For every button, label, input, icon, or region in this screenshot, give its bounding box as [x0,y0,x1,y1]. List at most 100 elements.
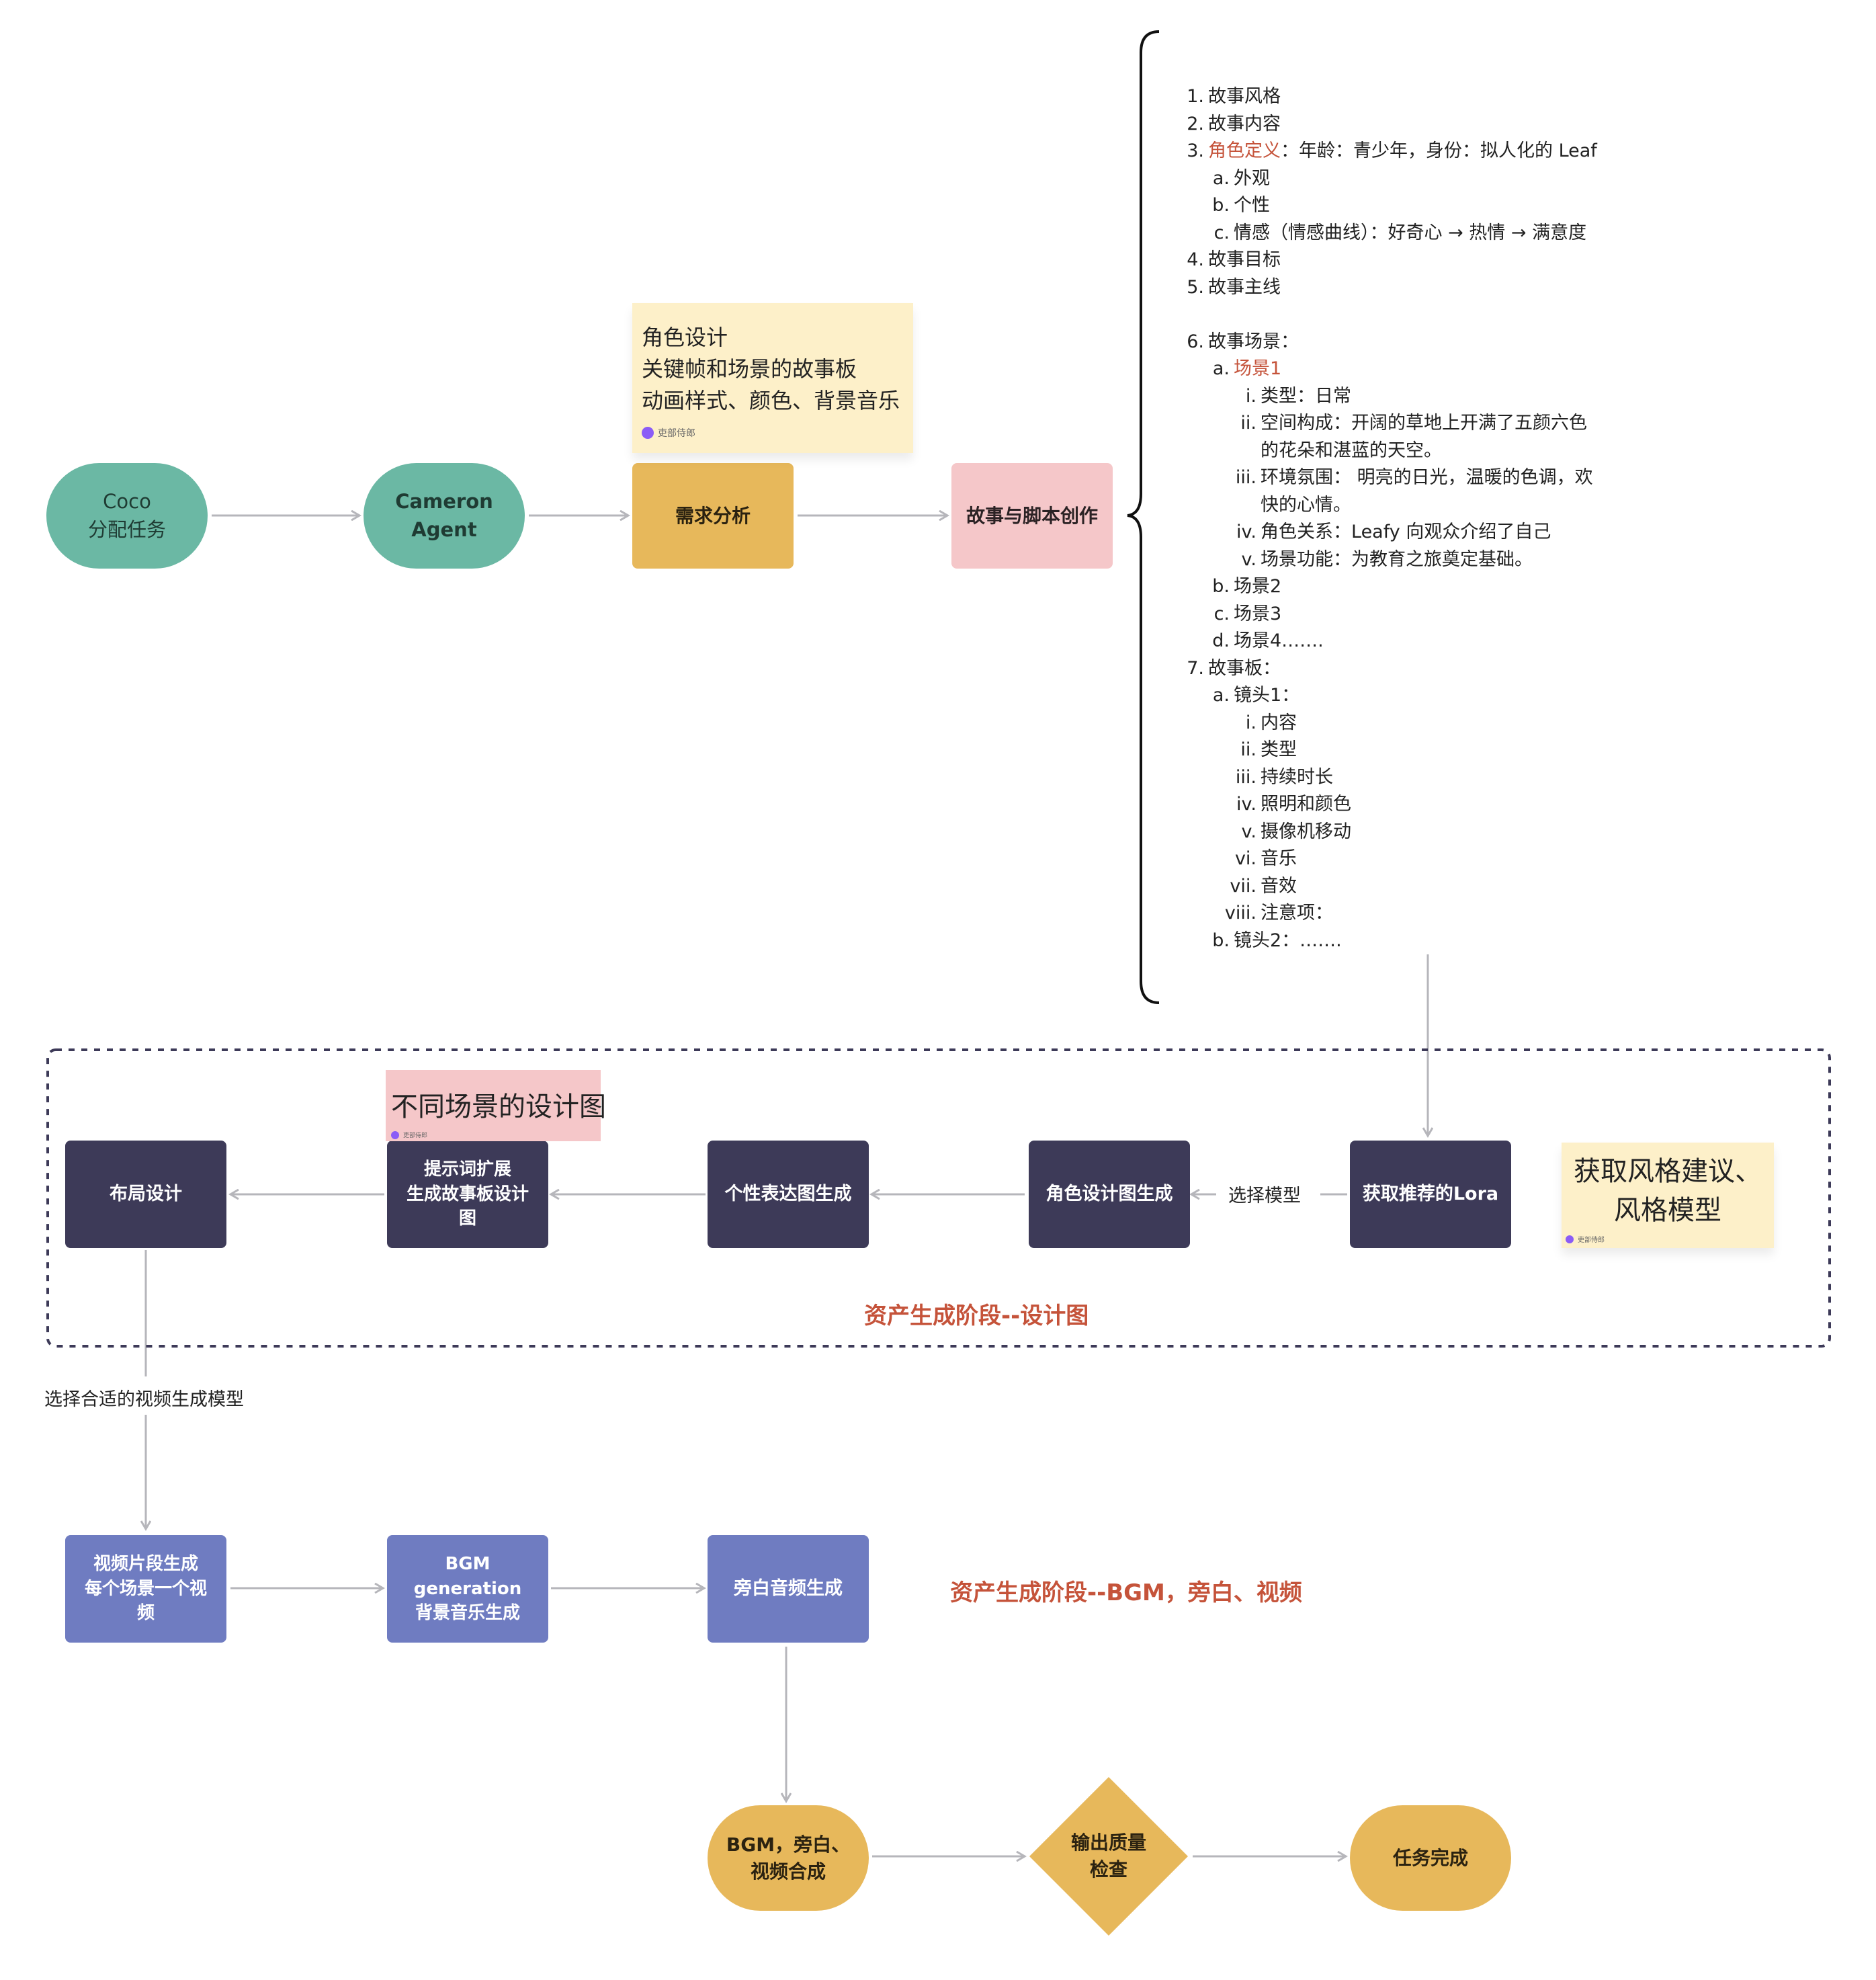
node-get-lora[interactable]: 获取推荐的Lora [1350,1141,1511,1248]
outline-text: 外观 [1234,165,1270,193]
outline-text-body: 场景3 [1234,603,1282,624]
outline-item: c.场景3 [1183,601,1680,628]
stage-design-label: 资产生成阶段--设计图 [864,1303,1089,1329]
curly-brace [1127,30,1160,1004]
node-requirement-analysis[interactable]: 需求分析 [632,463,794,569]
outline-text: 场景4……. [1234,628,1324,655]
node-story-script[interactable]: 故事与脚本创作 [951,463,1113,569]
outline-item: b.镜头2：……. [1183,927,1680,955]
outline-text: 情感（情感曲线）：好奇心 → 热情 → 满意度 [1234,220,1586,247]
outline-item: v.摄像机移动 [1183,819,1680,846]
outline-text: 角色关系：Leafy 向观众介绍了自己 [1261,519,1551,546]
outline-text-body: 持续时长 [1261,766,1333,788]
node-quality-check[interactable]: 输出质量 检查 [1070,1831,1146,1881]
outline-text-body: 类型 [1261,739,1297,760]
outline-text: 空间构成：开阔的草地上开满了五颜六色 [1261,410,1587,438]
outline-item: 1.故事风格 [1183,83,1680,111]
outline-item: iv.角色关系：Leafy 向观众介绍了自己 [1183,519,1680,546]
outline-marker: 2. [1187,113,1204,134]
node-coco[interactable]: Coco 分配任务 [46,463,208,569]
node-cameron-agent[interactable]: Cameron Agent [364,463,525,569]
outline-item: 3.角色定义：年龄：青少年，身份：拟人化的 Leaf [1183,138,1680,165]
outline-item: a.外观 [1183,165,1680,193]
outline-item: i.类型：日常 [1183,383,1680,411]
node-bgm-generation[interactable]: BGM generation 背景音乐生成 [387,1535,548,1643]
outline-marker: i. [1245,712,1256,733]
outline-text-body: 故事风格 [1208,86,1281,107]
outline-marker: b. [1212,930,1230,951]
sticky-scene-author: 吏部侍郎 [391,1130,601,1139]
outline-marker: b. [1212,195,1230,216]
outline-highlight: 场景1 [1234,358,1282,379]
outline-item: vii.音效 [1183,873,1680,901]
outline-text: 镜头2：……. [1234,927,1342,955]
outline-item: c.情感（情感曲线）：好奇心 → 热情 → 满意度 [1183,220,1680,247]
outline-text: 故事风格 [1208,83,1281,111]
outline-item: v.场景功能：为教育之旅奠定基础。 [1183,546,1680,574]
outline-item: 的花朵和湛蓝的天空。 [1183,438,1680,465]
outline-text-body: 故事主线 [1208,276,1281,298]
outline-text: 类型：日常 [1261,383,1351,411]
outline-text-body: 镜头2：……. [1234,930,1342,951]
author-avatar [1566,1235,1574,1243]
outline-marker: vi. [1234,848,1256,869]
author-avatar [391,1130,399,1139]
outline-marker: ii. [1240,739,1256,760]
node-narration-audio[interactable]: 旁白音频生成 [708,1535,869,1643]
outline-item: b.个性 [1183,192,1680,220]
node-merge[interactable]: BGM，旁白、 视频合成 [708,1805,869,1911]
outline-item: ii. 空间构成：开阔的草地上开满了五颜六色 [1183,410,1680,438]
outline-marker: 1. [1187,86,1204,107]
outline-item: 4.故事目标 [1183,247,1680,274]
node-role-design[interactable]: 角色设计图生成 [1029,1141,1190,1248]
outline-text: 故事板： [1208,655,1281,683]
author-name: 吏部侍郎 [658,428,695,439]
sticky-requirement-author: 吏部侍郎 [642,426,913,440]
outline-marker: ii. [1240,413,1256,434]
author-avatar [642,427,654,439]
node-task-done[interactable]: 任务完成 [1350,1805,1511,1911]
outline-marker: 7. [1187,657,1204,679]
outline-text: 类型 [1261,737,1297,764]
sticky-style-note[interactable]: 获取风格建议、 风格模型 吏部侍郎 [1562,1143,1774,1248]
outline-text-body: 角色关系：Leafy 向观众介绍了自己 [1261,522,1551,542]
outline-text-body: 音乐 [1261,848,1297,869]
outline-text: 的花朵和湛蓝的天空。 [1261,438,1442,465]
outline-text-body: 场景功能：为教育之旅奠定基础。 [1261,548,1533,570]
outline-text: 内容 [1261,710,1297,737]
sticky-requirement-note[interactable]: 角色设计 关键帧和场景的故事板 动画样式、颜色、背景音乐 吏部侍郎 [632,303,913,453]
node-prompt-storyboard[interactable]: 提示词扩展 生成故事板设计 图 [387,1141,548,1248]
outline-text-body: 镜头1： [1234,685,1300,706]
node-video-clip[interactable]: 视频片段生成 每个场景一个视 频 [65,1535,226,1643]
outline-marker: c. [1213,603,1230,624]
outline-text-body: 故事内容 [1208,113,1281,134]
outline-text-body: 情感（情感曲线）：好奇心 → 热情 → 满意度 [1234,222,1587,243]
node-layout-design[interactable]: 布局设计 [65,1141,226,1248]
outline-marker: iv. [1236,522,1256,542]
outline-text-body: 空间构成：开阔的草地上开满了五颜六色 [1261,413,1587,434]
outline-item: iii.环境氛围： 明亮的日光，温暖的色调，欢 [1183,464,1680,492]
outline-text-body: 故事板： [1208,657,1281,679]
author-name: 吏部侍郎 [403,1132,428,1139]
outline-text: 角色定义：年龄：青少年，身份：拟人化的 Leaf [1208,138,1597,165]
outline-text: 场景1 [1234,356,1281,383]
outline-text-body: 的花朵和湛蓝的天空。 [1261,440,1442,461]
outline-text: 镜头1： [1234,682,1299,710]
outline-marker: c. [1213,222,1230,243]
outline-item: a.场景1 [1183,356,1680,383]
outline-text: 音效 [1261,873,1297,901]
outline-text-body: 个性 [1234,195,1270,216]
qc-diamond [1029,1777,1188,1936]
outline-text: 持续时长 [1261,764,1333,792]
outline-text-body: 音效 [1261,875,1297,897]
outline-item: 7.故事板： [1183,655,1680,683]
stage-media-label: 资产生成阶段--BGM，旁白、视频 [950,1579,1302,1606]
outline-item: i.内容 [1183,710,1680,737]
node-personality-image[interactable]: 个性表达图生成 [708,1141,869,1248]
sticky-style-author: 吏部侍郎 [1566,1234,1774,1244]
sticky-scene-text: 不同场景的设计图 [391,1091,606,1122]
sticky-scene-note[interactable]: 不同场景的设计图 吏部侍郎 [386,1070,606,1141]
outline-text-body: 摄像机移动 [1261,821,1351,842]
